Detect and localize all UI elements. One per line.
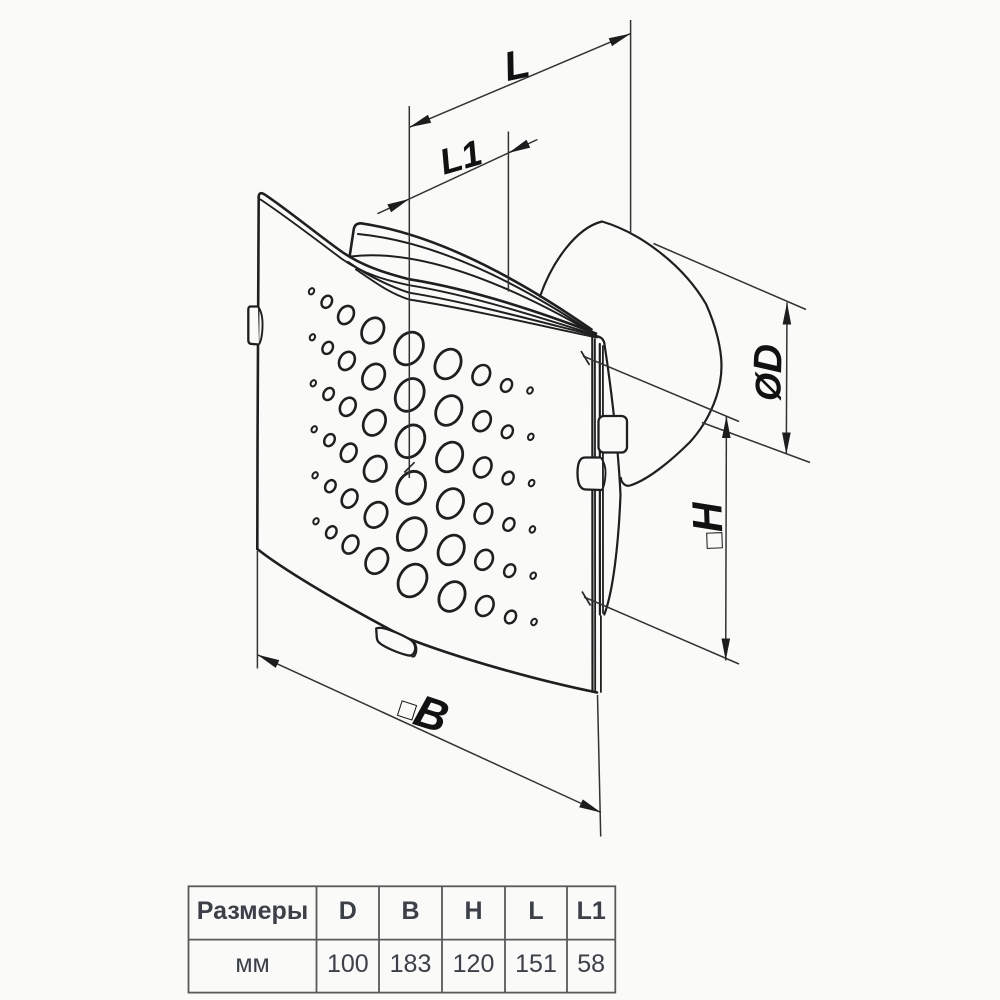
svg-text:L: L bbox=[528, 897, 543, 925]
svg-text:B: B bbox=[401, 897, 419, 925]
svg-text:120: 120 bbox=[453, 950, 495, 978]
svg-text:183: 183 bbox=[390, 950, 432, 978]
svg-text:Размеры: Размеры bbox=[197, 897, 308, 925]
svg-text:58: 58 bbox=[577, 950, 605, 978]
svg-text:ØD: ØD bbox=[745, 343, 791, 401]
svg-text:151: 151 bbox=[515, 950, 557, 978]
svg-text:L1: L1 bbox=[577, 897, 606, 925]
svg-text:H: H bbox=[464, 897, 482, 925]
svg-text:100: 100 bbox=[327, 950, 369, 978]
svg-text:D: D bbox=[339, 897, 357, 925]
svg-text:мм: мм bbox=[235, 950, 269, 978]
